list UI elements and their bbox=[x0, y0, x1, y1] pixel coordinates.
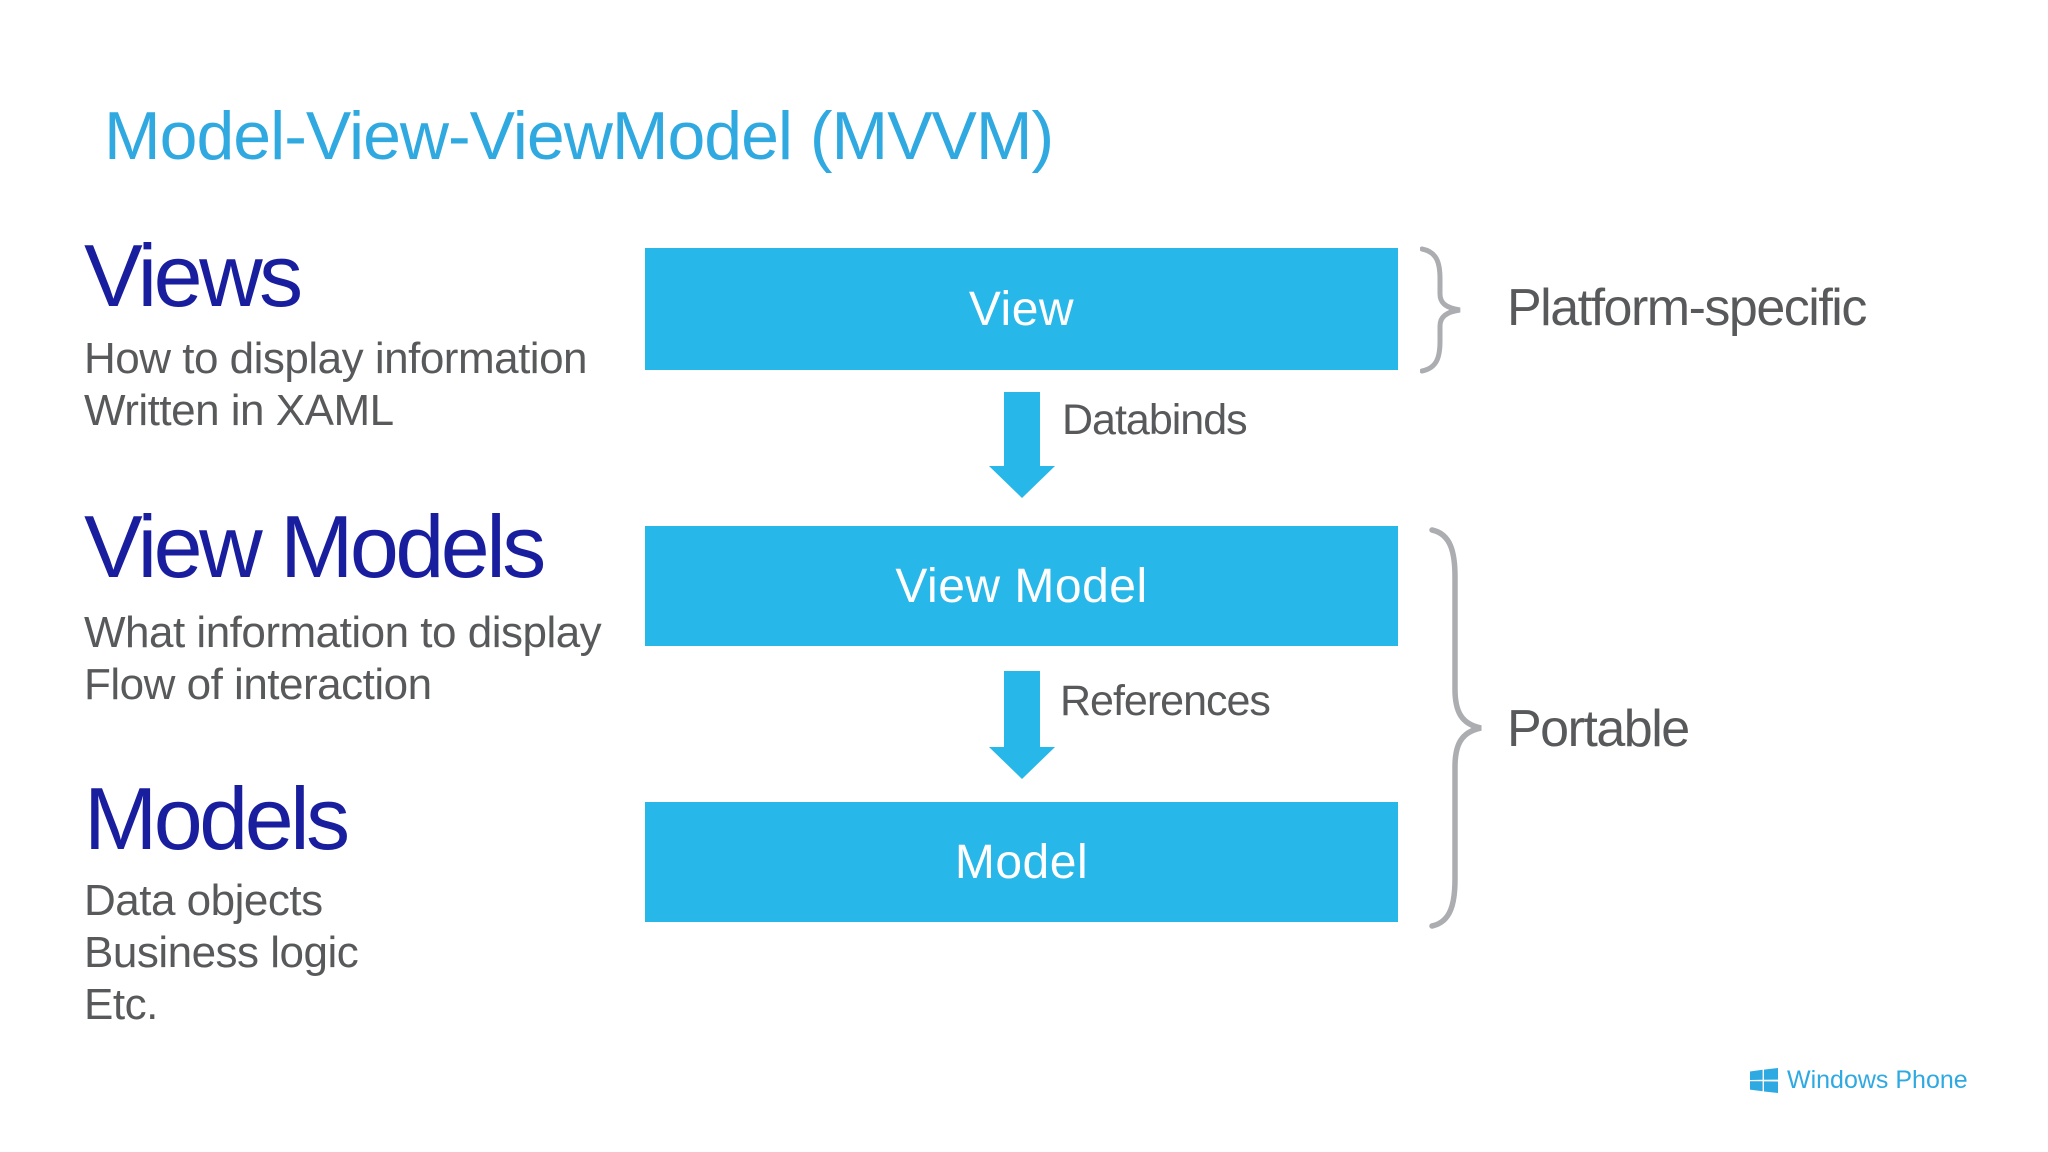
curly-brace-icon bbox=[1419, 246, 1464, 379]
slide-title: Model-View-ViewModel (MVVM) bbox=[104, 98, 1054, 174]
section-models-line: Business logic bbox=[84, 928, 359, 977]
section-view-models-heading: View Models bbox=[84, 497, 546, 596]
section-models-line: Data objects bbox=[84, 876, 323, 925]
section-views: Views How to display information Written… bbox=[84, 226, 588, 437]
diagram-box-model: Model bbox=[645, 802, 1398, 922]
section-models: Models Data objects Business logic Etc. bbox=[84, 769, 359, 1031]
windows-phone-logo: Windows Phone bbox=[1750, 1068, 1968, 1093]
annotation-portable: Portable bbox=[1507, 700, 1690, 758]
down-arrow-icon bbox=[989, 392, 1055, 503]
section-views-heading: Views bbox=[84, 226, 303, 325]
diagram-box-view-model: View Model bbox=[645, 526, 1398, 646]
diagram-box-view: View bbox=[645, 248, 1398, 370]
section-view-models-line: What information to display bbox=[84, 608, 602, 657]
curly-brace-icon bbox=[1429, 527, 1485, 934]
section-views-line: Written in XAML bbox=[84, 386, 394, 435]
section-models-line: Etc. bbox=[84, 980, 158, 1029]
section-view-models: View Models What information to display … bbox=[84, 497, 602, 711]
arrow-label-databinds: Databinds bbox=[1062, 396, 1248, 444]
brand-text: Windows Phone bbox=[1787, 1066, 1968, 1094]
annotation-platform-specific: Platform-specific bbox=[1507, 279, 1867, 337]
diagram-box-view-label: View bbox=[968, 282, 1075, 336]
section-view-models-line: Flow of interaction bbox=[84, 660, 432, 709]
arrow-label-references: References bbox=[1060, 677, 1271, 725]
section-views-line: How to display information bbox=[84, 334, 588, 383]
diagram-box-model-label: Model bbox=[954, 835, 1089, 889]
down-arrow-icon bbox=[989, 671, 1055, 784]
diagram-box-view-model-label: View Model bbox=[895, 559, 1148, 613]
section-models-heading: Models bbox=[84, 769, 350, 868]
windows-flag-icon bbox=[1750, 1068, 1778, 1093]
